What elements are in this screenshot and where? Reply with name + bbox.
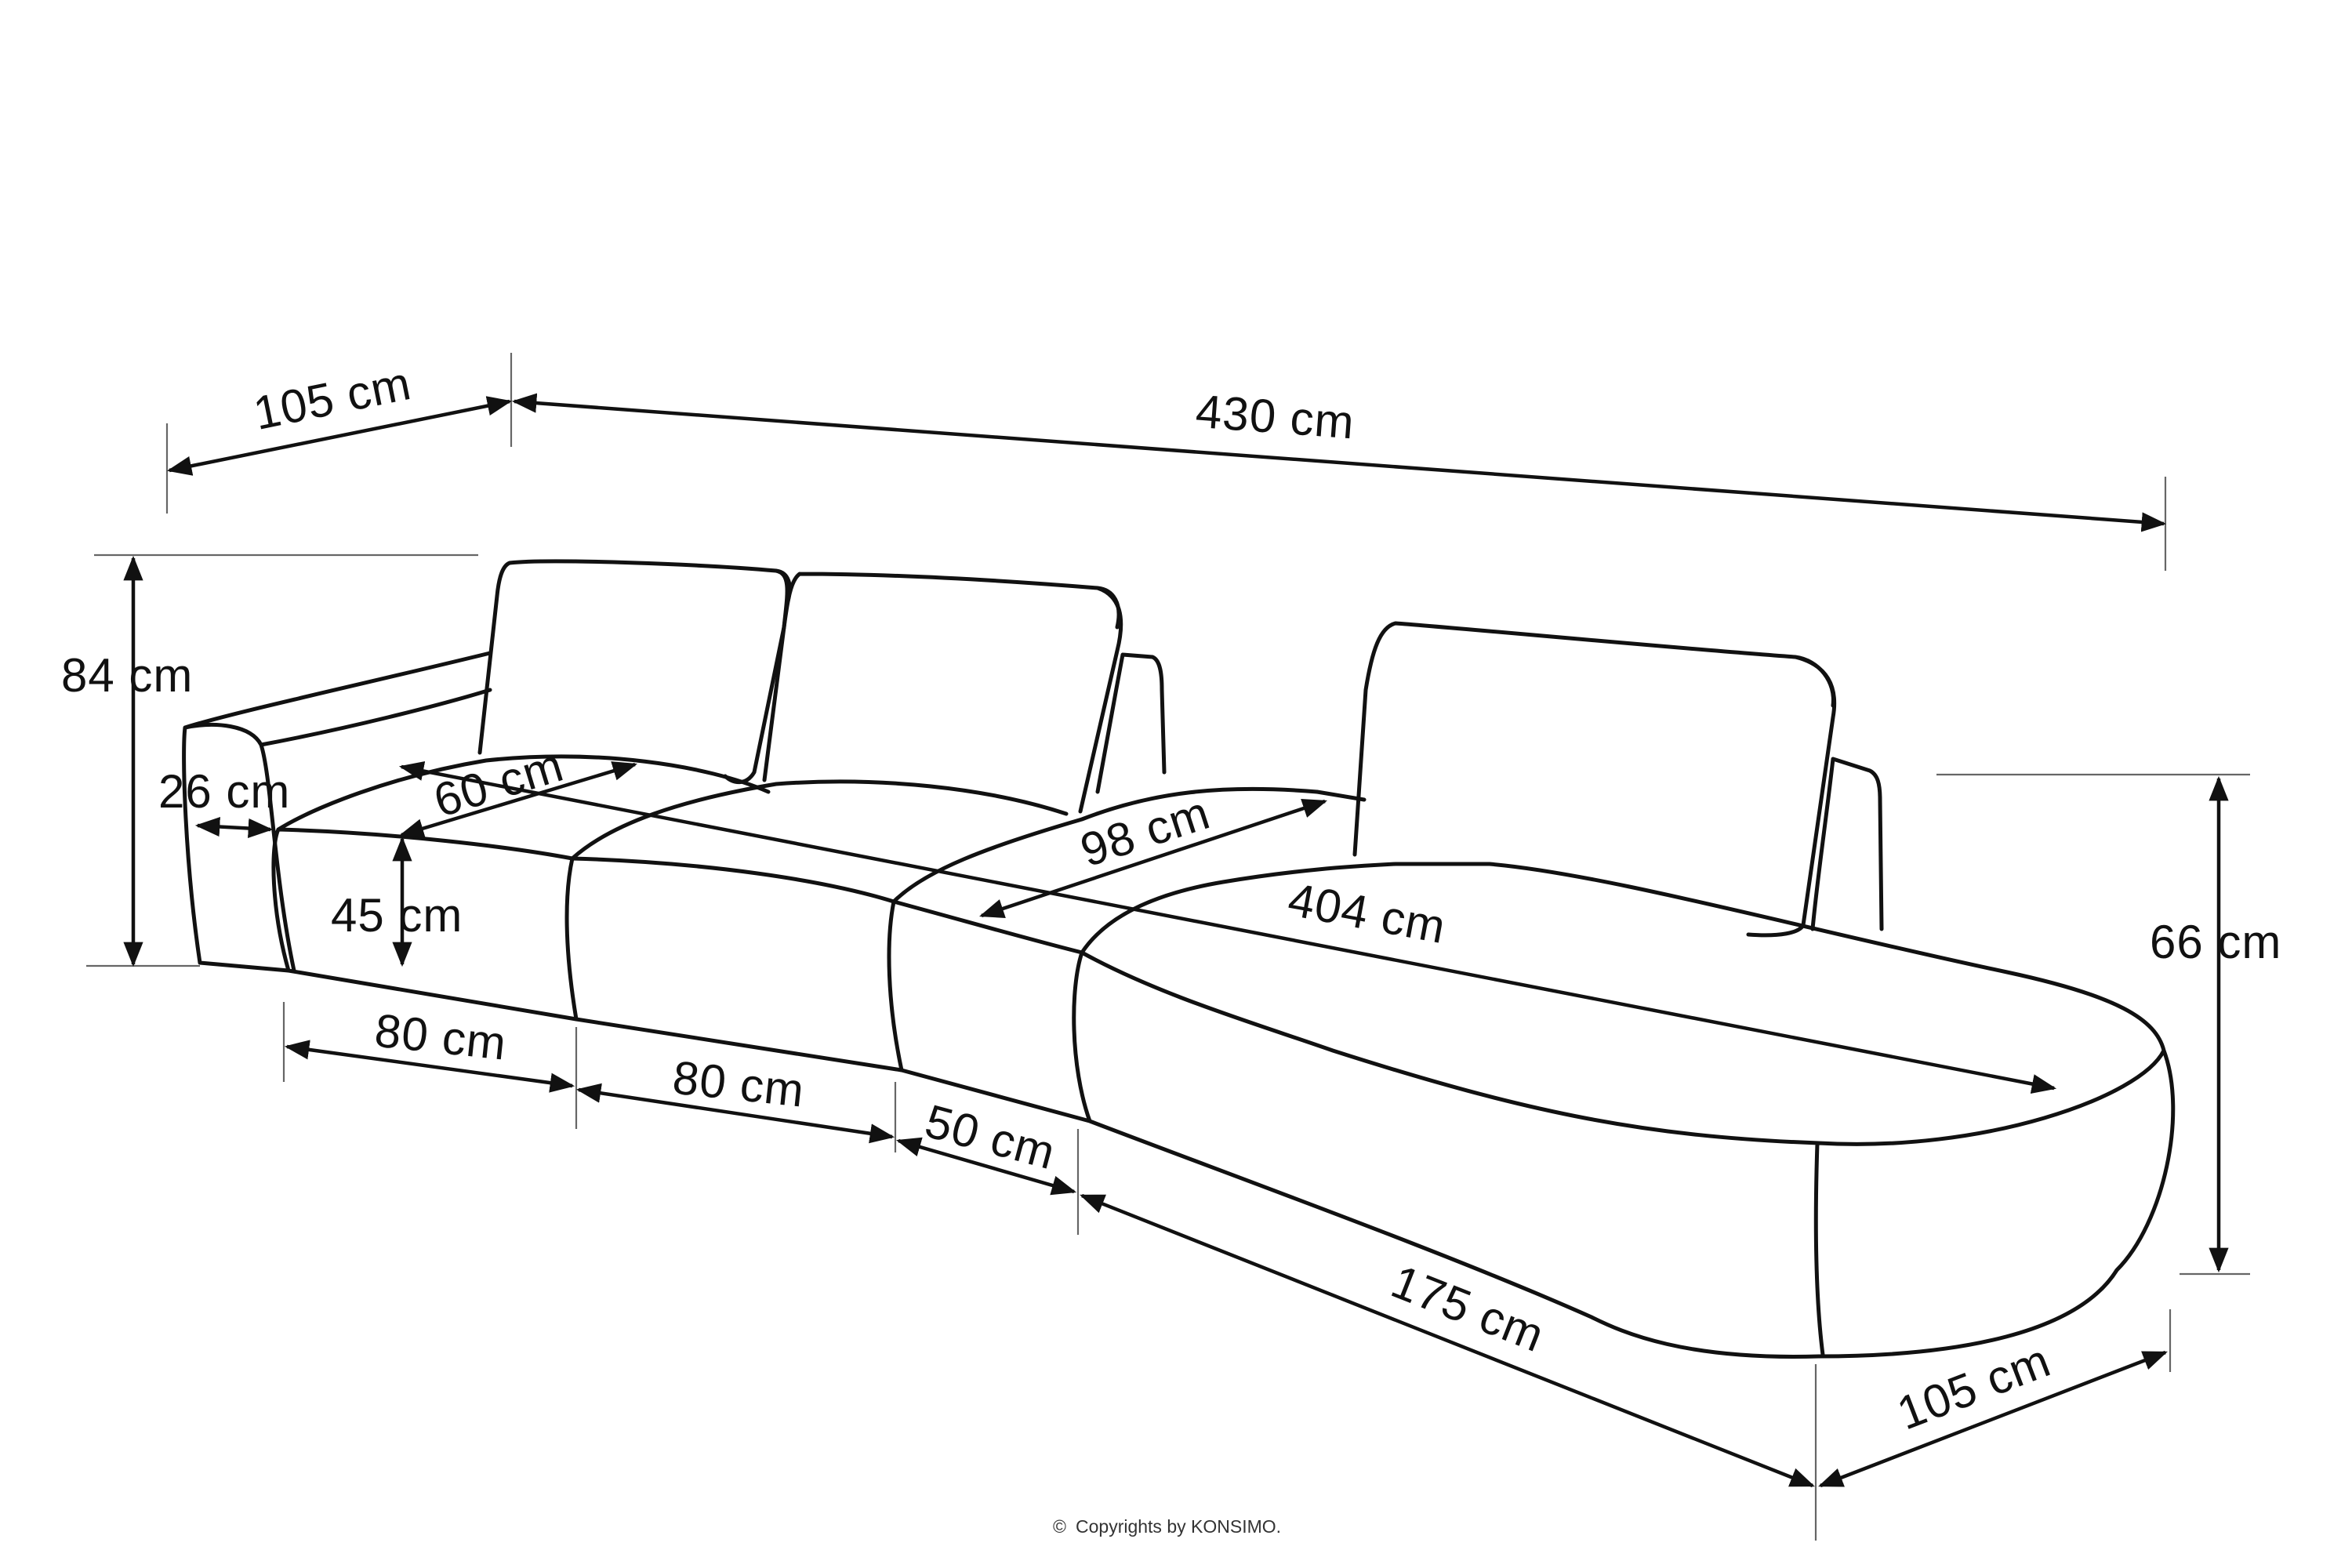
copyright-footer: © Copyrights by KONSIMO.	[1053, 1516, 1281, 1537]
backrest-side-mid	[1095, 652, 1167, 794]
label-height-chaise: 66 cm	[2150, 916, 2281, 968]
copyright-text: Copyrights by KONSIMO.	[1076, 1516, 1281, 1537]
back-cushion-right	[1352, 621, 1837, 938]
arrow-depth-right	[1818, 1350, 2168, 1488]
back-cushion-middle	[762, 572, 1123, 814]
arrow-chaise-diagonal	[398, 761, 2057, 1094]
seat-cushion-2	[564, 779, 1069, 1022]
arrow-depth-left	[166, 396, 513, 476]
arrow-total-length	[511, 393, 2167, 532]
label-total-length: 430 cm	[1194, 385, 1356, 449]
dimension-labels: 105 cm 430 cm 84 cm 26 cm 60 cm 45 cm 98…	[61, 357, 2281, 1440]
arrow-module-1	[284, 1040, 575, 1093]
label-height-total: 84 cm	[61, 649, 193, 702]
chaise-longue	[286, 789, 2176, 1359]
copyright-symbol: ©	[1053, 1516, 1066, 1537]
arrow-armrest-width	[194, 816, 274, 839]
left-armrest	[182, 651, 492, 973]
extension-lines	[86, 353, 2250, 1541]
sofa-outline	[182, 559, 2176, 1359]
arrow-chaise-length	[1080, 1193, 1815, 1488]
label-depth-right: 105 cm	[1890, 1334, 2057, 1439]
label-seat-height: 45 cm	[331, 889, 463, 942]
dimension-arrows	[123, 393, 2229, 1488]
arrow-module-3	[895, 1137, 1077, 1196]
label-chaise-length: 175 cm	[1385, 1255, 1552, 1363]
label-seat-depth: 60 cm	[428, 739, 570, 827]
label-chaise-diagonal: 404 cm	[1284, 873, 1450, 953]
label-armrest-width: 26 cm	[158, 765, 290, 818]
arrow-module-2	[575, 1083, 895, 1144]
